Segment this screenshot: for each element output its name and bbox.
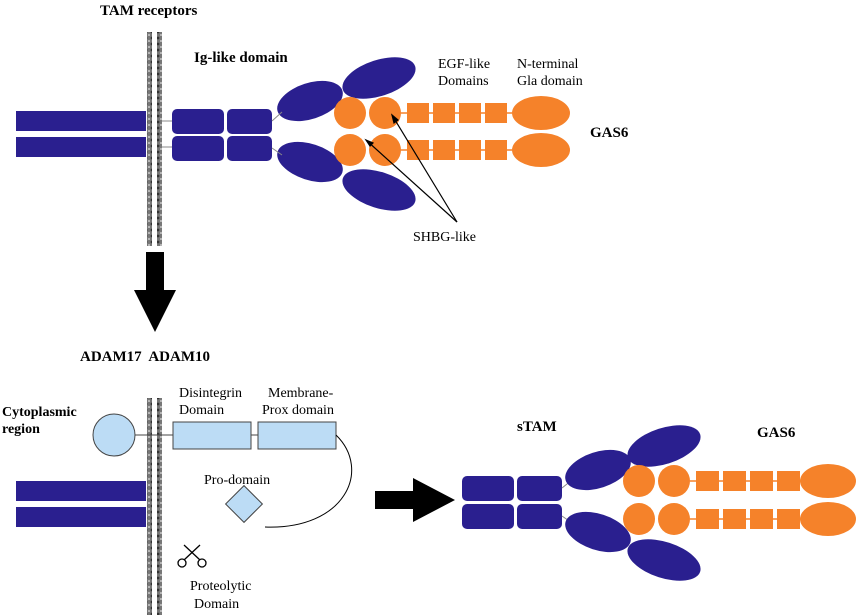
proteolytic-label-1: Proteolytic: [190, 579, 251, 594]
shbg-arrows: [364, 113, 458, 223]
nterminal-label-2: Gla domain: [517, 74, 583, 89]
top-fniii-domains: [277, 57, 416, 211]
bottom-membrane: [147, 398, 162, 615]
membrane-prox-label-1: Membrane-: [268, 386, 334, 401]
membrane-prox-label-2: Prox domain: [262, 403, 334, 418]
proteolytic-label-2: Domain: [194, 597, 239, 612]
top-cytoplasmic-bars: [16, 111, 146, 157]
ig-like-label: Ig-like domain: [194, 50, 288, 66]
tam-receptors-label: TAM receptors: [100, 3, 197, 19]
top-ig-like-domains: [172, 109, 272, 161]
adam-label: ADAM17 ADAM10: [80, 349, 210, 365]
gas6-top-label: GAS6: [590, 125, 629, 141]
shbg-like-label: SHBG-like: [413, 230, 476, 245]
gas6-bottom-label: GAS6: [757, 425, 796, 441]
down-arrow: [134, 252, 176, 332]
stam-fniii-domains: [565, 425, 701, 581]
top-gas6: [334, 96, 570, 167]
bottom-cytoplasmic-bars: [16, 481, 146, 527]
top-membrane: [147, 32, 162, 246]
adam-protease: [92, 413, 353, 528]
disintegrin-label-2: Domain: [179, 403, 224, 418]
egf-like-label-1: EGF-like: [438, 57, 490, 72]
prodomain-label: Pro-domain: [204, 473, 270, 488]
right-arrow: [375, 478, 455, 522]
disintegrin-label-1: Disintegrin: [179, 386, 242, 401]
nterminal-label-1: N-terminal: [517, 57, 579, 72]
egf-like-label-2: Domains: [438, 74, 489, 89]
cytoplasmic-label-1: Cytoplasmic: [2, 405, 77, 420]
bottom-gas6: [623, 464, 856, 536]
cytoplasmic-label-2: region: [2, 422, 40, 437]
stam-ig-like-domains: [462, 476, 562, 529]
scissors-icon: [177, 544, 207, 568]
stam-label: sTAM: [517, 419, 557, 435]
